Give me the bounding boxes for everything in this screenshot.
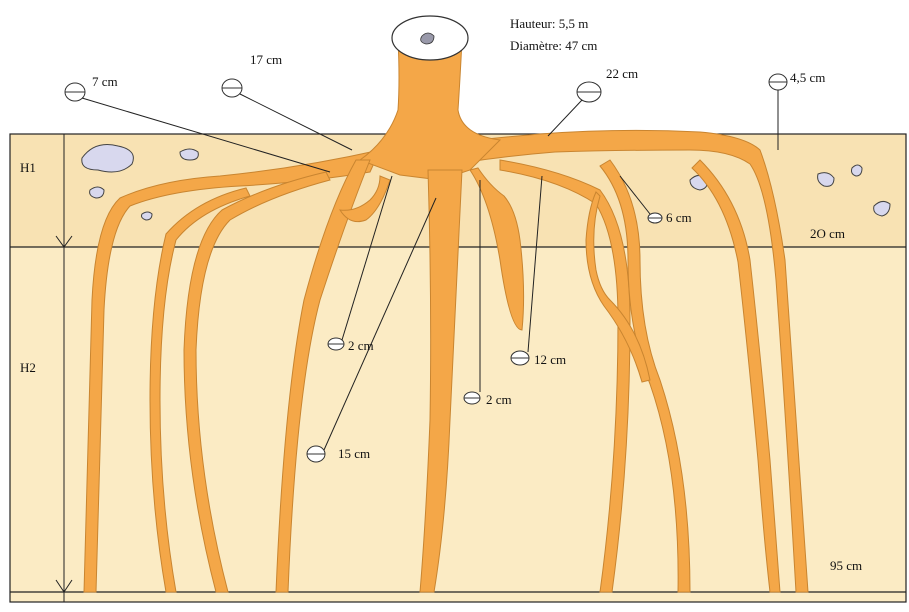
stone [180,149,198,160]
root-label-7cm: 7 cm [92,74,118,89]
root-label-22cm: 22 cm [606,66,638,81]
root-label-12cm: 12 cm [534,352,566,367]
horizon-h1-label: H1 [20,160,36,175]
trunk-height-label: Hauteur: 5,5 m [510,16,588,31]
stone [142,212,153,220]
root-label-2cm-a: 2 cm [348,338,374,353]
root-label-6cm: 6 cm [666,210,692,225]
stone [852,165,863,176]
root-label-4-5cm: 4,5 cm [790,70,825,85]
trunk [360,40,500,180]
horizon-h2-label: H2 [20,360,36,375]
root-label-15cm: 15 cm [338,446,370,461]
stone [90,187,104,198]
root-label-17cm: 17 cm [250,52,282,67]
depth-h1-label: 2O cm [810,226,845,241]
root-label-2cm-b: 2 cm [486,392,512,407]
trunk-diameter-label: Diamètre: 47 cm [510,38,597,53]
depth-h2-label: 95 cm [830,558,862,573]
